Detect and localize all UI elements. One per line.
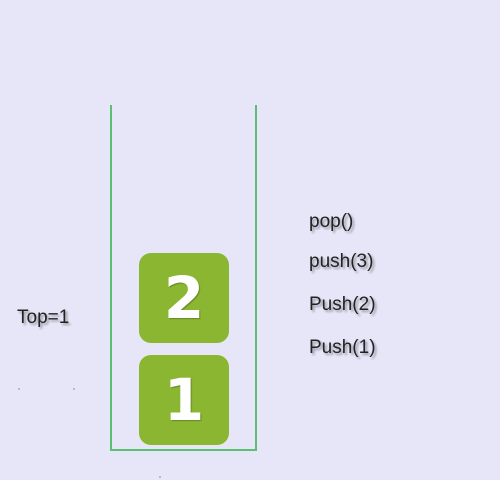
top-pointer-label: Top=1 <box>17 307 70 328</box>
operation-push-3: push(3) <box>309 251 374 272</box>
operation-pop: pop() <box>309 211 354 232</box>
stack-block-bottom: 1 <box>139 355 229 445</box>
decorative-dot <box>159 476 161 478</box>
stack-block-top: 2 <box>139 253 229 343</box>
decorative-dot <box>73 388 75 390</box>
stack-container <box>110 105 257 451</box>
operation-push-1: Push(1) <box>309 337 376 358</box>
operation-push-2: Push(2) <box>309 294 376 315</box>
decorative-dot <box>18 388 20 390</box>
